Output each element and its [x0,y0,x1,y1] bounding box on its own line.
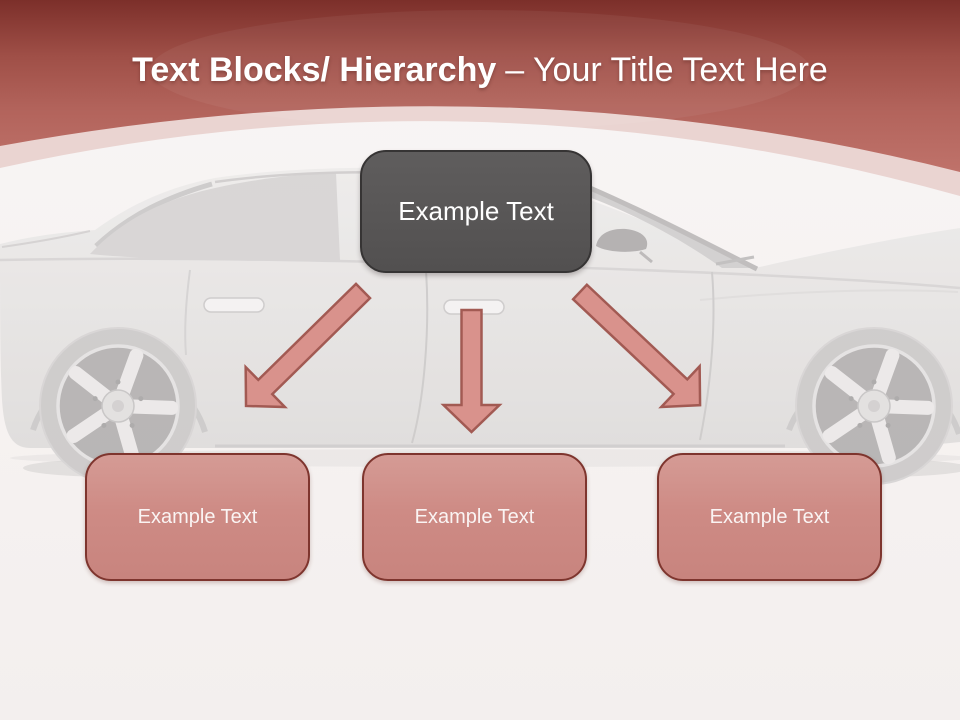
title-primary-text: Text Blocks/ Hierarchy [132,51,497,89]
root-text-block-label: Example Text [398,196,554,226]
child-text-block-3[interactable]: Example Text [657,453,882,581]
car-background-image [0,167,960,485]
root-text-block[interactable]: Example Text [360,150,592,273]
hierarchy-arrows [226,271,719,434]
title-secondary-text: – Your Title Text Here [505,51,828,89]
header-band [0,0,960,172]
connector-arrow-down-right[interactable] [561,272,719,426]
header-highlight [150,10,810,130]
connector-arrow-down[interactable] [440,308,503,434]
child-text-block-1-label: Example Text [137,505,258,528]
slide-title[interactable]: Text Blocks/ Hierarchy– Your Title Text … [0,50,960,90]
child-text-block-3-label: Example Text [709,505,830,528]
front-wheel [795,327,953,485]
child-text-block-1[interactable]: Example Text [85,453,310,581]
connector-arrow-down-left[interactable] [226,271,382,426]
child-text-block-2-label: Example Text [414,505,535,528]
child-text-block-2[interactable]: Example Text [362,453,587,581]
